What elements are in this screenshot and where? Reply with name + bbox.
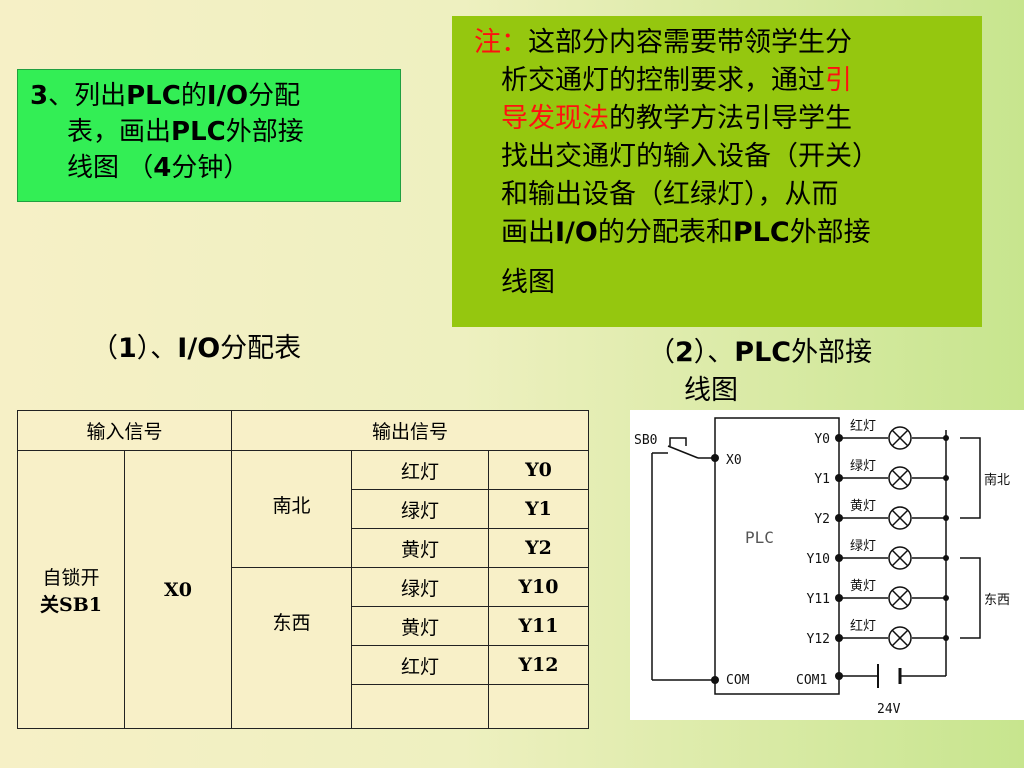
output-row: Y0 红灯: [814, 418, 949, 450]
section-io-table-title: （1）、I/O分配表: [91, 333, 302, 364]
light-cell: 黄灯: [351, 528, 489, 568]
header-output: 输出信号: [231, 410, 589, 451]
group-ns-label: 南北: [984, 472, 1010, 488]
output-row: Y2 黄灯: [814, 499, 949, 530]
bracket-east-west: [960, 557, 981, 639]
output-row: Y10 绿灯: [807, 539, 949, 570]
com-label: COM: [726, 673, 750, 688]
light-cell: 黄灯: [351, 606, 489, 646]
voltage-label: 24V: [877, 702, 901, 717]
output-address-label: Y10: [807, 552, 830, 567]
address-cell: Y11: [488, 606, 589, 646]
lamp-cross: [891, 629, 909, 647]
lamp-icon: [888, 626, 912, 650]
output-terminal: [835, 514, 843, 522]
output-rows: Y0 红灯 Y1 绿灯 Y2 黄灯 Y10 绿灯 Y11 黄灯 Y12 红灯: [807, 418, 949, 650]
task-line-1: 3、列出PLC的I/O分配: [30, 81, 301, 111]
lamp-cross: [891, 469, 909, 487]
address-cell: Y12: [488, 645, 589, 685]
io-allocation-table: 输入信号 输出信号 自锁开关SB1 X0 南北 红灯 Y0 绿灯 Y1 黄灯 Y…: [17, 410, 589, 729]
bus-junction: [943, 595, 949, 601]
section-wiring-title: （2）、PLC外部接 线图: [648, 337, 873, 406]
terminal-com: [711, 676, 719, 684]
output-row: Y12 红灯: [807, 618, 949, 650]
com1-label: COM1: [796, 673, 827, 688]
lamp-icon: [888, 546, 912, 570]
teacher-note: 注：这部分内容需要带领学生分 析交通灯的控制要求，通过引 导发现法的教学方法引导…: [452, 16, 982, 327]
lamp-icon: [888, 506, 912, 530]
note-line-2: 析交通灯的控制要求，通过引: [501, 65, 852, 96]
bracket-north-south: [960, 437, 981, 519]
lamp-label: 黄灯: [850, 579, 876, 594]
note-line-3: 导发现法的教学方法引导学生: [501, 103, 852, 134]
output-terminal: [835, 594, 843, 602]
x0-label: X0: [726, 453, 742, 468]
address-cell: Y1: [488, 489, 589, 529]
lamp-icon: [888, 466, 912, 490]
switch-cap: [669, 437, 687, 446]
output-terminal: [835, 554, 843, 562]
switch-label: SB0: [634, 433, 657, 448]
empty-cell: [488, 684, 589, 729]
light-cell: 绿灯: [351, 567, 489, 607]
output-address-label: Y2: [814, 512, 830, 527]
address-cell: Y10: [488, 567, 589, 607]
output-row: Y11 黄灯: [807, 579, 949, 610]
address-cell: Y0: [488, 450, 589, 490]
bus-junction: [943, 555, 949, 561]
note-line-4: 找出交通灯的输入设备（开关）: [501, 141, 879, 172]
task-line-2: 表，画出PLC外部接: [67, 117, 304, 147]
group-ew-label: 东西: [984, 593, 1010, 608]
bus-junction: [943, 635, 949, 641]
group-north-south: 南北: [231, 450, 352, 568]
output-terminal: [835, 434, 843, 442]
lamp-cross: [891, 509, 909, 527]
output-terminal: [835, 634, 843, 642]
lamp-icon: [888, 586, 912, 610]
note-line-5: 和输出设备（红绿灯），从而: [501, 179, 839, 210]
input-device: 自锁开关SB1: [17, 450, 125, 729]
lamp-label: 红灯: [850, 618, 876, 634]
terminal-com1: [835, 672, 843, 680]
lamp-label: 黄灯: [850, 499, 876, 514]
lamp-label: 绿灯: [850, 459, 876, 474]
task-line-3: 线图 （4分钟）: [67, 153, 250, 183]
lamp-cross: [891, 549, 909, 567]
note-line-1: 注：这部分内容需要带领学生分: [474, 27, 852, 58]
output-address-label: Y1: [814, 472, 830, 487]
output-address-label: Y12: [807, 632, 830, 647]
output-row: Y1 绿灯: [814, 459, 949, 490]
output-address-label: Y11: [807, 592, 830, 607]
note-line-6: 画出I/O的分配表和PLC外部接: [501, 217, 871, 248]
bus-junction: [943, 515, 949, 521]
light-cell: 红灯: [351, 450, 489, 490]
lamp-cross: [891, 589, 909, 607]
lamp-icon: [888, 426, 912, 450]
plc-wiring-diagram: Y0 红灯 Y1 绿灯 Y2 黄灯 Y10 绿灯 Y11 黄灯 Y12 红灯 SB0 X0 PLC C…: [630, 410, 1024, 720]
input-address: X0: [124, 450, 232, 729]
output-terminal: [835, 474, 843, 482]
plc-label: PLC: [745, 528, 774, 547]
light-cell: 绿灯: [351, 489, 489, 529]
light-cell: 红灯: [351, 645, 489, 685]
empty-cell: [351, 684, 489, 729]
switch-contact: [667, 445, 699, 459]
bus-junction: [943, 475, 949, 481]
lamp-label: 绿灯: [850, 539, 876, 554]
lamp-cross: [891, 429, 909, 447]
task-box: 3、列出PLC的I/O分配 表，画出PLC外部接 线图 （4分钟）: [17, 69, 401, 202]
terminal-x0: [711, 454, 719, 462]
group-east-west: 东西: [231, 567, 352, 729]
header-input: 输入信号: [17, 410, 232, 451]
lamp-label: 红灯: [850, 418, 876, 434]
bus-junction: [943, 435, 949, 441]
note-line-7: 线图: [501, 267, 555, 298]
output-address-label: Y0: [814, 432, 830, 447]
address-cell: Y2: [488, 528, 589, 568]
